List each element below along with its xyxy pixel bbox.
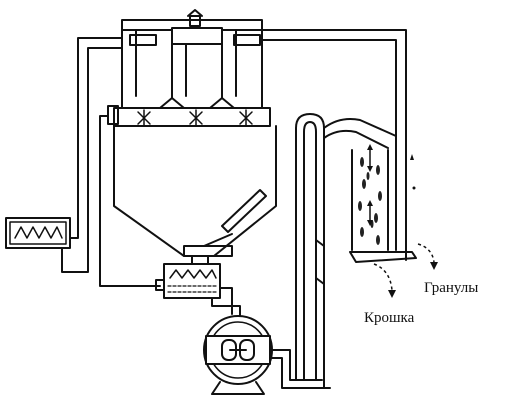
blower-fan	[203, 315, 331, 395]
marker-dot	[410, 154, 416, 190]
screw-feeder	[5, 217, 71, 249]
vessel	[113, 125, 277, 257]
cyclone-block	[113, 9, 271, 127]
particles	[358, 157, 382, 245]
crumbs-label: Крошка	[364, 310, 415, 326]
rotary-valve-icon	[137, 109, 253, 127]
granules-arrow-icon	[417, 243, 438, 270]
left-duct	[61, 37, 123, 273]
sensor	[99, 105, 161, 287]
heater	[155, 255, 241, 317]
screw-auger-icon	[14, 226, 63, 239]
right-duct	[261, 29, 407, 261]
injector	[203, 189, 267, 247]
outlet-tray	[349, 251, 417, 263]
granules-label: Гранулы	[424, 280, 478, 296]
heater-coil-icon	[169, 269, 217, 279]
elevator	[295, 113, 397, 389]
crumbs-arrow-icon	[373, 263, 396, 298]
separator-column	[351, 149, 389, 251]
flow-arrow-icon	[367, 144, 373, 226]
